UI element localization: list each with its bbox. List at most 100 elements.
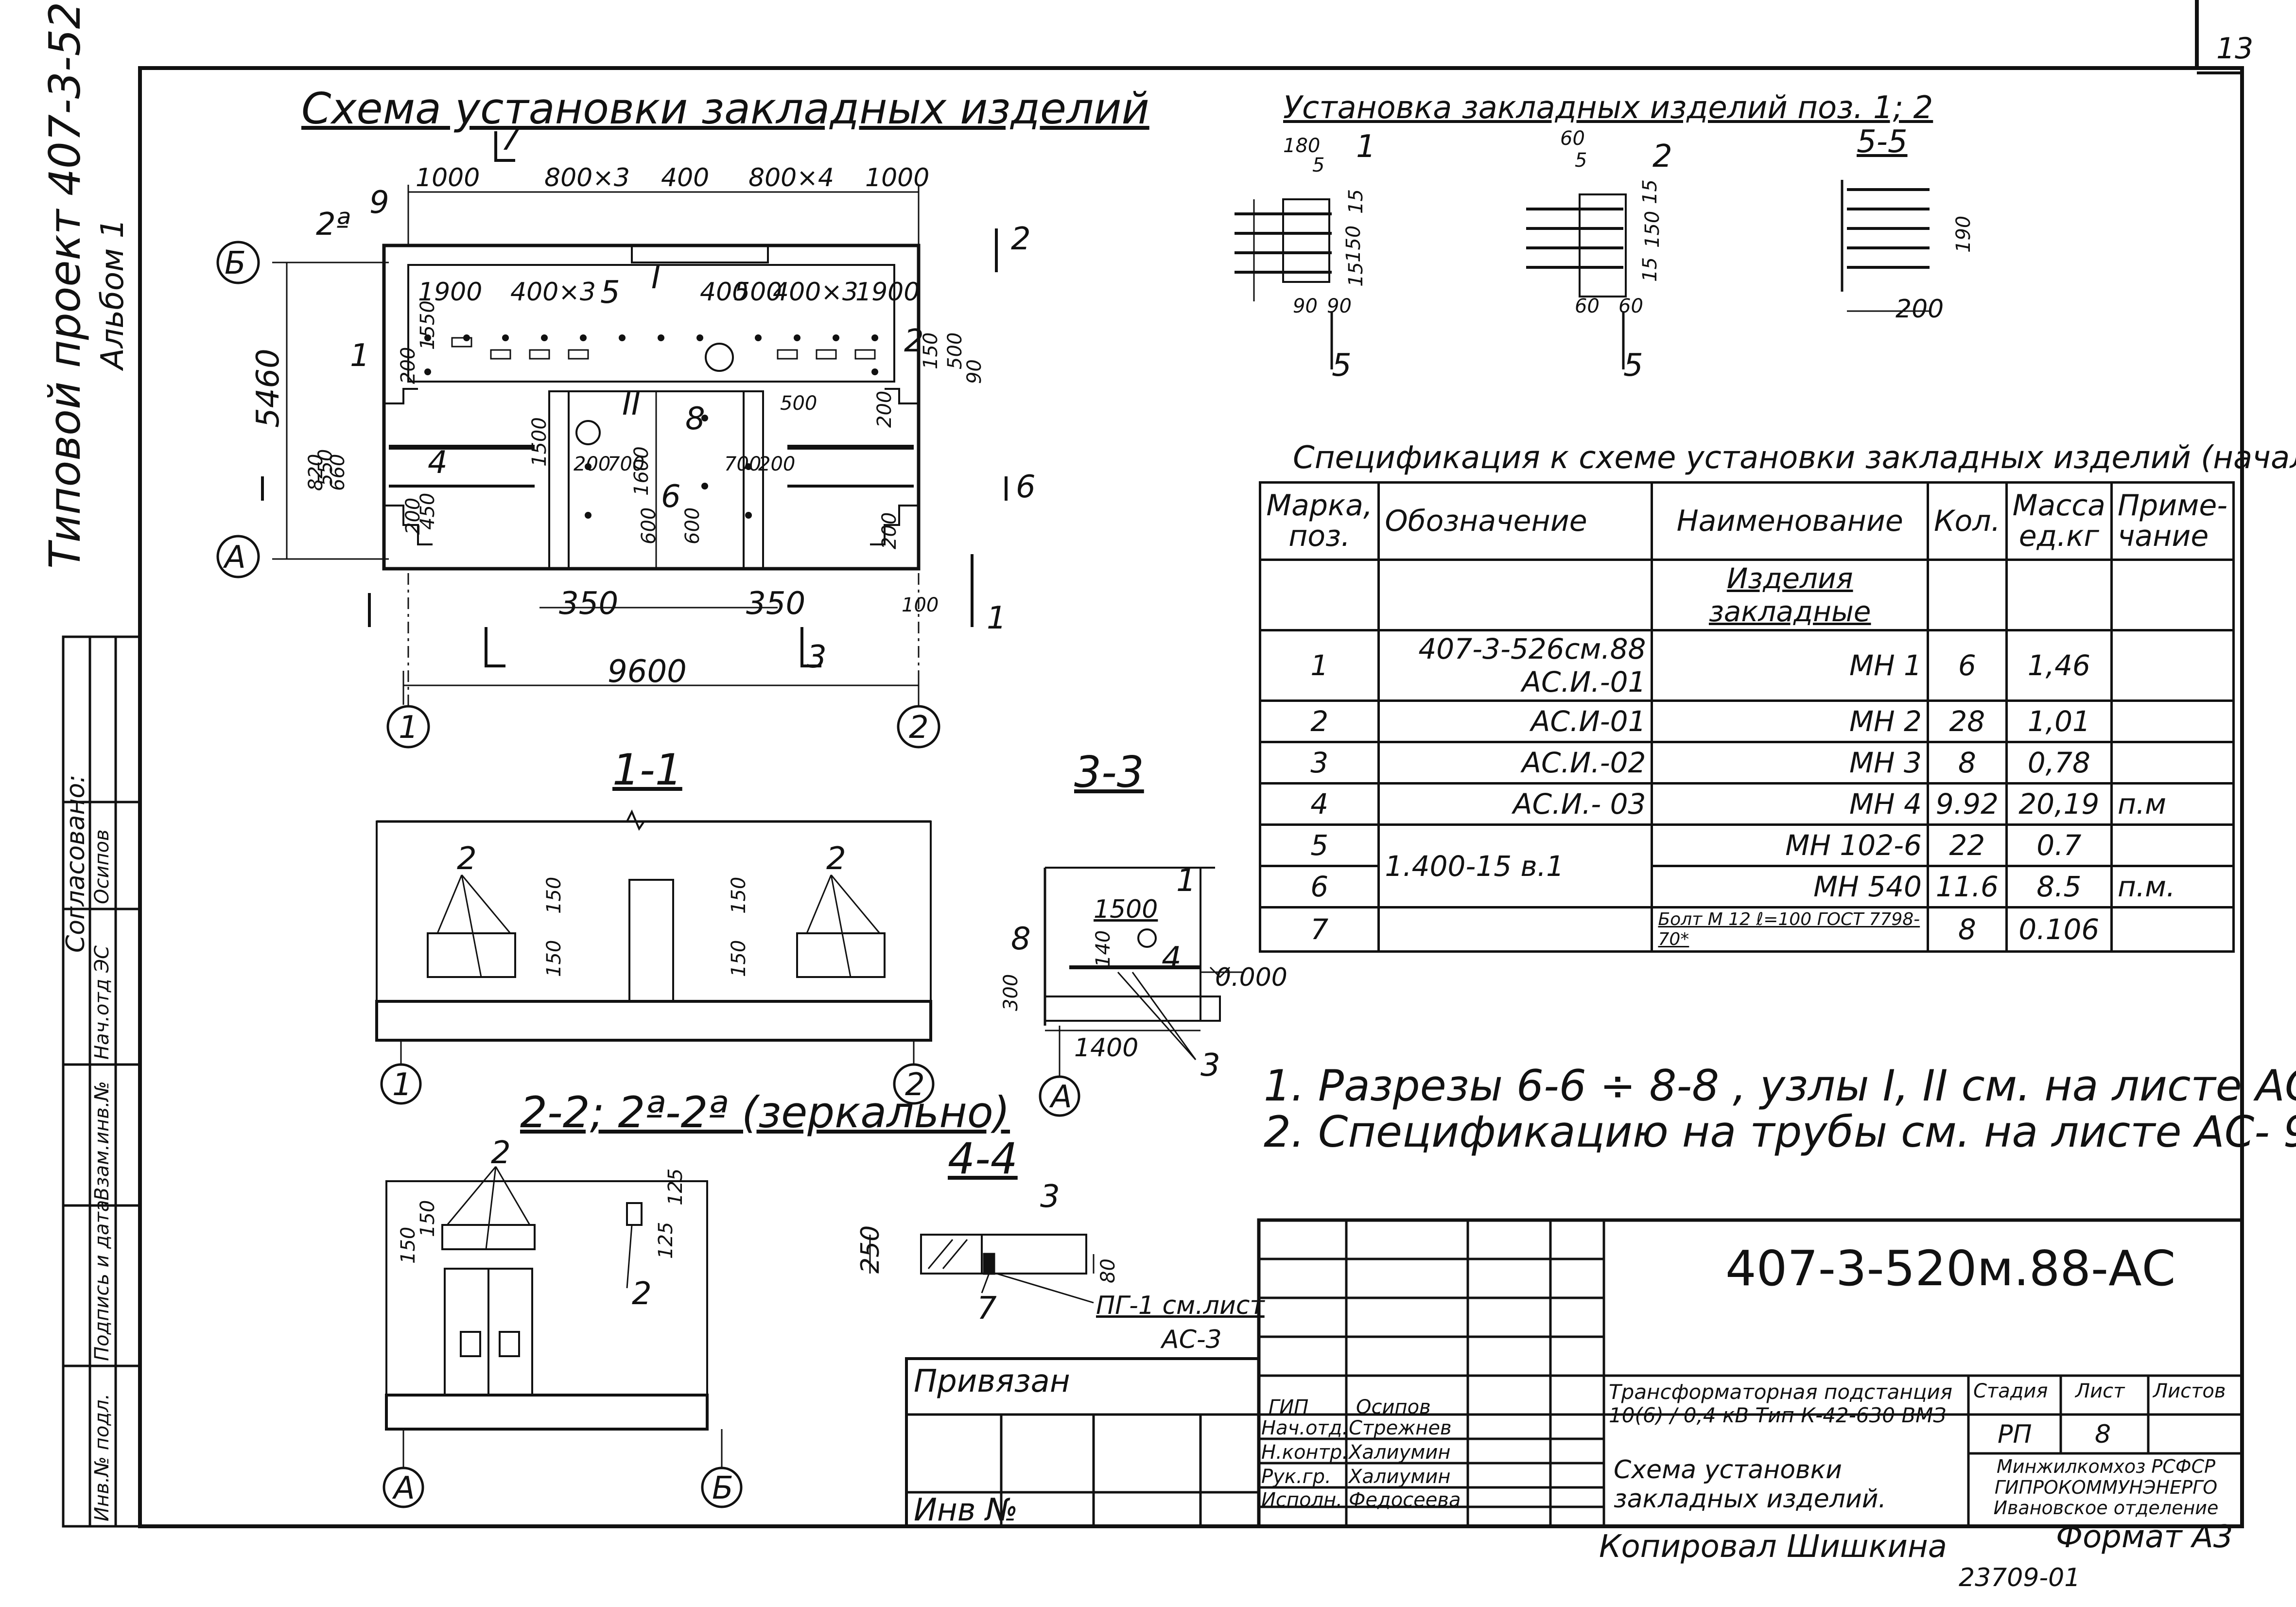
spec-cell: 9.92 <box>1926 782 2008 826</box>
spec-cell <box>2110 699 2235 743</box>
plan-dim-mid-9: 500 <box>780 392 818 415</box>
installation-details-drawing <box>1235 180 1930 369</box>
plan-dim-height: 5460 <box>250 349 286 428</box>
table-row: 1 407-3-526см.88 АС.И.-01 МН 1 6 1,46 <box>1258 629 2235 702</box>
sheet-format: Формат А3 <box>2056 1519 2233 1555</box>
plan-dim-inner-4: 500 <box>734 278 783 307</box>
approval-agreed: Согласовано: <box>61 774 90 953</box>
stamp-name-1: Осипов <box>1356 1396 1431 1418</box>
spec-cell: 11.6 <box>1926 865 2008 908</box>
stamp-bound: Привязан <box>914 1363 1070 1399</box>
spec-cell: п.м. <box>2110 865 2235 908</box>
stamp-project: Трансформаторная подстанция 10(6) / 0,4 … <box>1609 1380 1953 1428</box>
axis-bubble-1: 1 <box>399 710 418 746</box>
section-3-3-callout-3: 3 <box>1200 1048 1220 1083</box>
spec-title: Спецификация к схеме установки закладных… <box>1293 440 2296 476</box>
spec-cell: 6 <box>1258 865 1380 908</box>
spec-cell: 0.7 <box>2005 823 2113 867</box>
inst-a-dim-6: 90 <box>1293 295 1318 317</box>
plan-dim-mid-11: 350 <box>559 586 619 622</box>
spec-cell <box>2110 906 2235 953</box>
plan-dim-mid-5: 700 <box>724 453 762 475</box>
inst-c-dim-2: 200 <box>1896 295 1944 324</box>
spec-cell: 407-3-526см.88 АС.И.-01 <box>1377 629 1653 702</box>
inst-b-dim-4: 150 <box>1641 210 1664 248</box>
stamp-role-2: Нач.отд. <box>1261 1417 1349 1439</box>
table-row: 2 АС.И-01 МН 2 28 1,01 <box>1258 699 2235 743</box>
section-1-1-dim-4: 150 <box>728 940 750 977</box>
inst-a-dim-4: 150 <box>1342 225 1365 262</box>
stamp-stage-label: Стадия <box>1973 1380 2048 1402</box>
section-1-1-axis-1: 1 <box>392 1067 412 1103</box>
spec-cell: 1 <box>1258 629 1380 702</box>
spec-col-mark: Марка, поз. <box>1258 481 1380 561</box>
spec-cell: 4 <box>1258 782 1380 826</box>
copied-by: Копировал Шишкина <box>1599 1529 1947 1565</box>
section-2-2-dim-1: 150 <box>417 1200 439 1237</box>
spec-col-name: Наименование <box>1651 481 1929 561</box>
stamp-role-5: Исполн. <box>1261 1489 1342 1511</box>
stamp-sheet: 8 <box>2095 1420 2111 1449</box>
stamp-sheet-label: Лист <box>2075 1380 2125 1402</box>
plan-section-mark-1: 1 <box>987 600 1007 636</box>
section-3-3-title: 3-3 <box>1074 747 1144 797</box>
section-4-4-dim-2: 80 <box>1097 1258 1119 1283</box>
approval-strip <box>62 635 141 1528</box>
note-2: 2. Спецификацию на трубы см. на листе АС… <box>1264 1107 2296 1157</box>
plan-section-mark-7: 7 <box>501 122 521 157</box>
spec-cell: 20,19 <box>2005 782 2113 826</box>
plan-callout-2: 2 <box>904 323 924 359</box>
stamp-role-3: Н.контр. <box>1261 1441 1348 1464</box>
stamp-name-5: Федосеева <box>1349 1489 1461 1511</box>
plan-dim-mid-17: 200 <box>397 347 419 384</box>
side-project-title: Типовой проект 407-3-520м.88 <box>40 0 90 569</box>
plan-dim-mid-8: 1500 <box>528 417 551 467</box>
spec-col-qty: Кол. <box>1926 481 2008 561</box>
section-4-4-title: 4-4 <box>948 1134 1018 1184</box>
spec-cell: 7 <box>1258 906 1380 953</box>
section-1-1-axis-2: 2 <box>905 1067 925 1103</box>
section-1-1-callout-2: 2 <box>826 841 846 877</box>
spec-cell: 8 <box>1926 741 2008 785</box>
spec-cell: МН 540 <box>1651 865 1929 908</box>
section-2-2-title: 2-2; 2ª-2ª (зеркально) <box>520 1087 1010 1137</box>
plan-callout-5: 5 <box>600 275 620 311</box>
spec-cell: АС.И.-02 <box>1377 741 1653 785</box>
plan-dim-mid-6: 200 <box>758 453 796 475</box>
approval-sign-date: Подпись и дата <box>91 1200 113 1361</box>
inst-b-dim-2: 5 <box>1575 149 1587 172</box>
section-1-1-dim-2: 150 <box>543 940 565 977</box>
plan-callout-4: 4 <box>428 445 448 481</box>
spec-cell <box>2110 741 2235 785</box>
plan-dim-top-1: 1000 <box>416 163 480 192</box>
section-2-2-callout-1: 2 <box>491 1135 511 1171</box>
plan-dim-mid-14: 200 <box>878 512 901 549</box>
section-3-3-callout-4: 4 <box>1162 941 1182 977</box>
installation-callout-2: 2 <box>1652 139 1672 175</box>
section-3-3-axis-a: А <box>1051 1079 1072 1115</box>
inst-a-dim-2: 5 <box>1312 154 1325 176</box>
inst-b-dim-5: 15 <box>1639 257 1661 282</box>
stamp-sheets-label: Листов <box>2153 1380 2226 1402</box>
section-2-2-axis-b: Б <box>712 1470 733 1506</box>
table-row: 7 Болт М 12 ℓ=100 ГОСТ 7798-70* 8 0.106 <box>1258 906 2235 953</box>
plan-dim-top-4: 800×4 <box>748 163 834 192</box>
section-1-1-drawing <box>375 809 935 1105</box>
sheet-number: 13 <box>2216 32 2254 66</box>
inst-c-dim-1: 190 <box>1952 215 1975 253</box>
section-4-4-ref2: АС-3 <box>1162 1325 1222 1354</box>
stamp-inv: Инв № <box>914 1492 1018 1528</box>
spec-cell: 8 <box>1926 906 2008 953</box>
inst-a-dim-5: 15 <box>1345 262 1367 287</box>
spec-cell: 1.400-15 в.1 <box>1377 823 1653 908</box>
spec-cell: Болт М 12 ℓ=100 ГОСТ 7798-70* <box>1651 906 1929 953</box>
plan-dim-mid-3: 1600 <box>630 446 653 496</box>
section-3-3-dim-3: 300 <box>1000 974 1022 1011</box>
spec-cell: 0,78 <box>2005 741 2113 785</box>
plan-dim-left-3: 660 <box>327 454 349 491</box>
plan-dim-inner-5: 400×3 <box>773 278 858 307</box>
plan-section-mark-2: 2 <box>1011 221 1031 257</box>
section-1-1-title: 1-1 <box>612 745 682 795</box>
spec-col-designation: Обозначение <box>1377 481 1653 561</box>
